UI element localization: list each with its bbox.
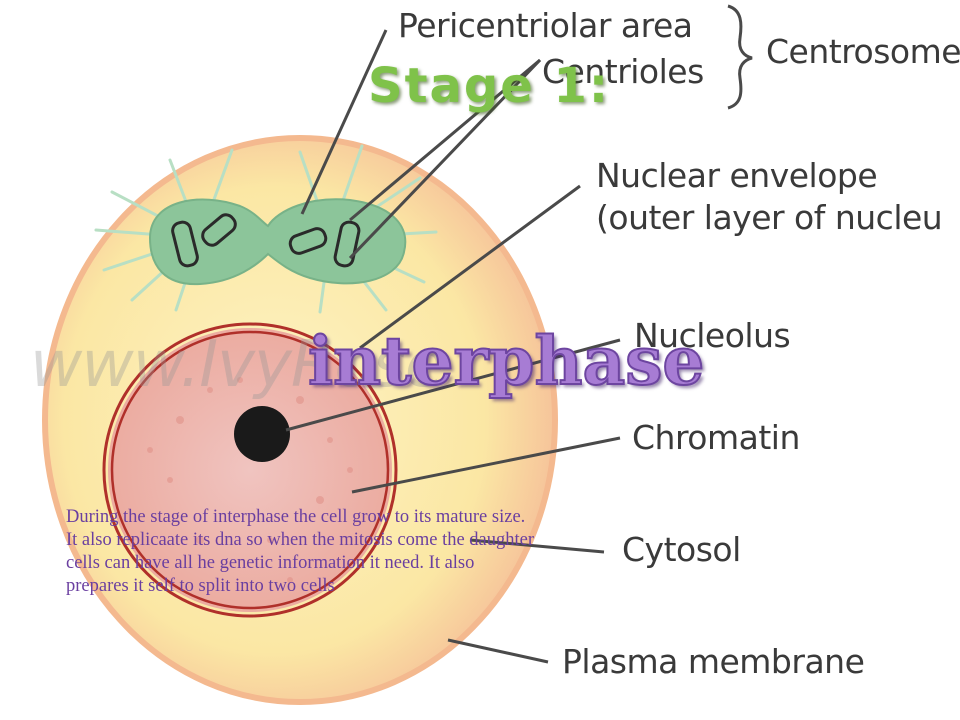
centrosome-brace — [727, 4, 753, 110]
label-nuclear-envelope-2: (outer layer of nucleu — [596, 198, 943, 237]
nuclear-envelope-inner — [110, 330, 390, 610]
label-plasma-membrane: Plasma membrane — [562, 642, 865, 681]
label-pericentriolar: Pericentriolar area — [398, 6, 693, 45]
leader-cytosol — [469, 538, 605, 554]
label-centrioles: Centrioles — [542, 52, 704, 91]
chromatin — [147, 377, 353, 583]
leader-pericentriolar — [300, 29, 388, 215]
label-nuclear-envelope-1: Nuclear envelope — [596, 156, 878, 195]
nucleus — [108, 328, 392, 612]
stage-title: Stage 1: — [368, 58, 611, 114]
leader-nuclear-envelope — [359, 184, 581, 350]
leader-nucleolus — [285, 338, 621, 432]
centrosome-region — [148, 198, 407, 286]
phase-title: interphase — [307, 321, 705, 401]
leader-centrioles-b — [348, 58, 542, 260]
watermark: www.IvyRose — [30, 328, 444, 402]
leader-plasma-membrane — [447, 638, 549, 664]
label-nucleolus: Nucleolus — [634, 316, 791, 355]
leader-centrioles-a — [349, 58, 541, 222]
leader-lines — [285, 29, 621, 664]
label-cytosol: Cytosol — [622, 530, 741, 569]
nucleolus — [234, 406, 290, 462]
centrioles — [171, 213, 361, 268]
label-centrosome: Centrosome — [766, 32, 960, 71]
description-text: During the stage of interphase the cell … — [66, 507, 535, 596]
label-chromatin: Chromatin — [632, 418, 800, 457]
leader-chromatin — [351, 436, 621, 494]
nuclear-envelope-outer — [102, 322, 398, 618]
